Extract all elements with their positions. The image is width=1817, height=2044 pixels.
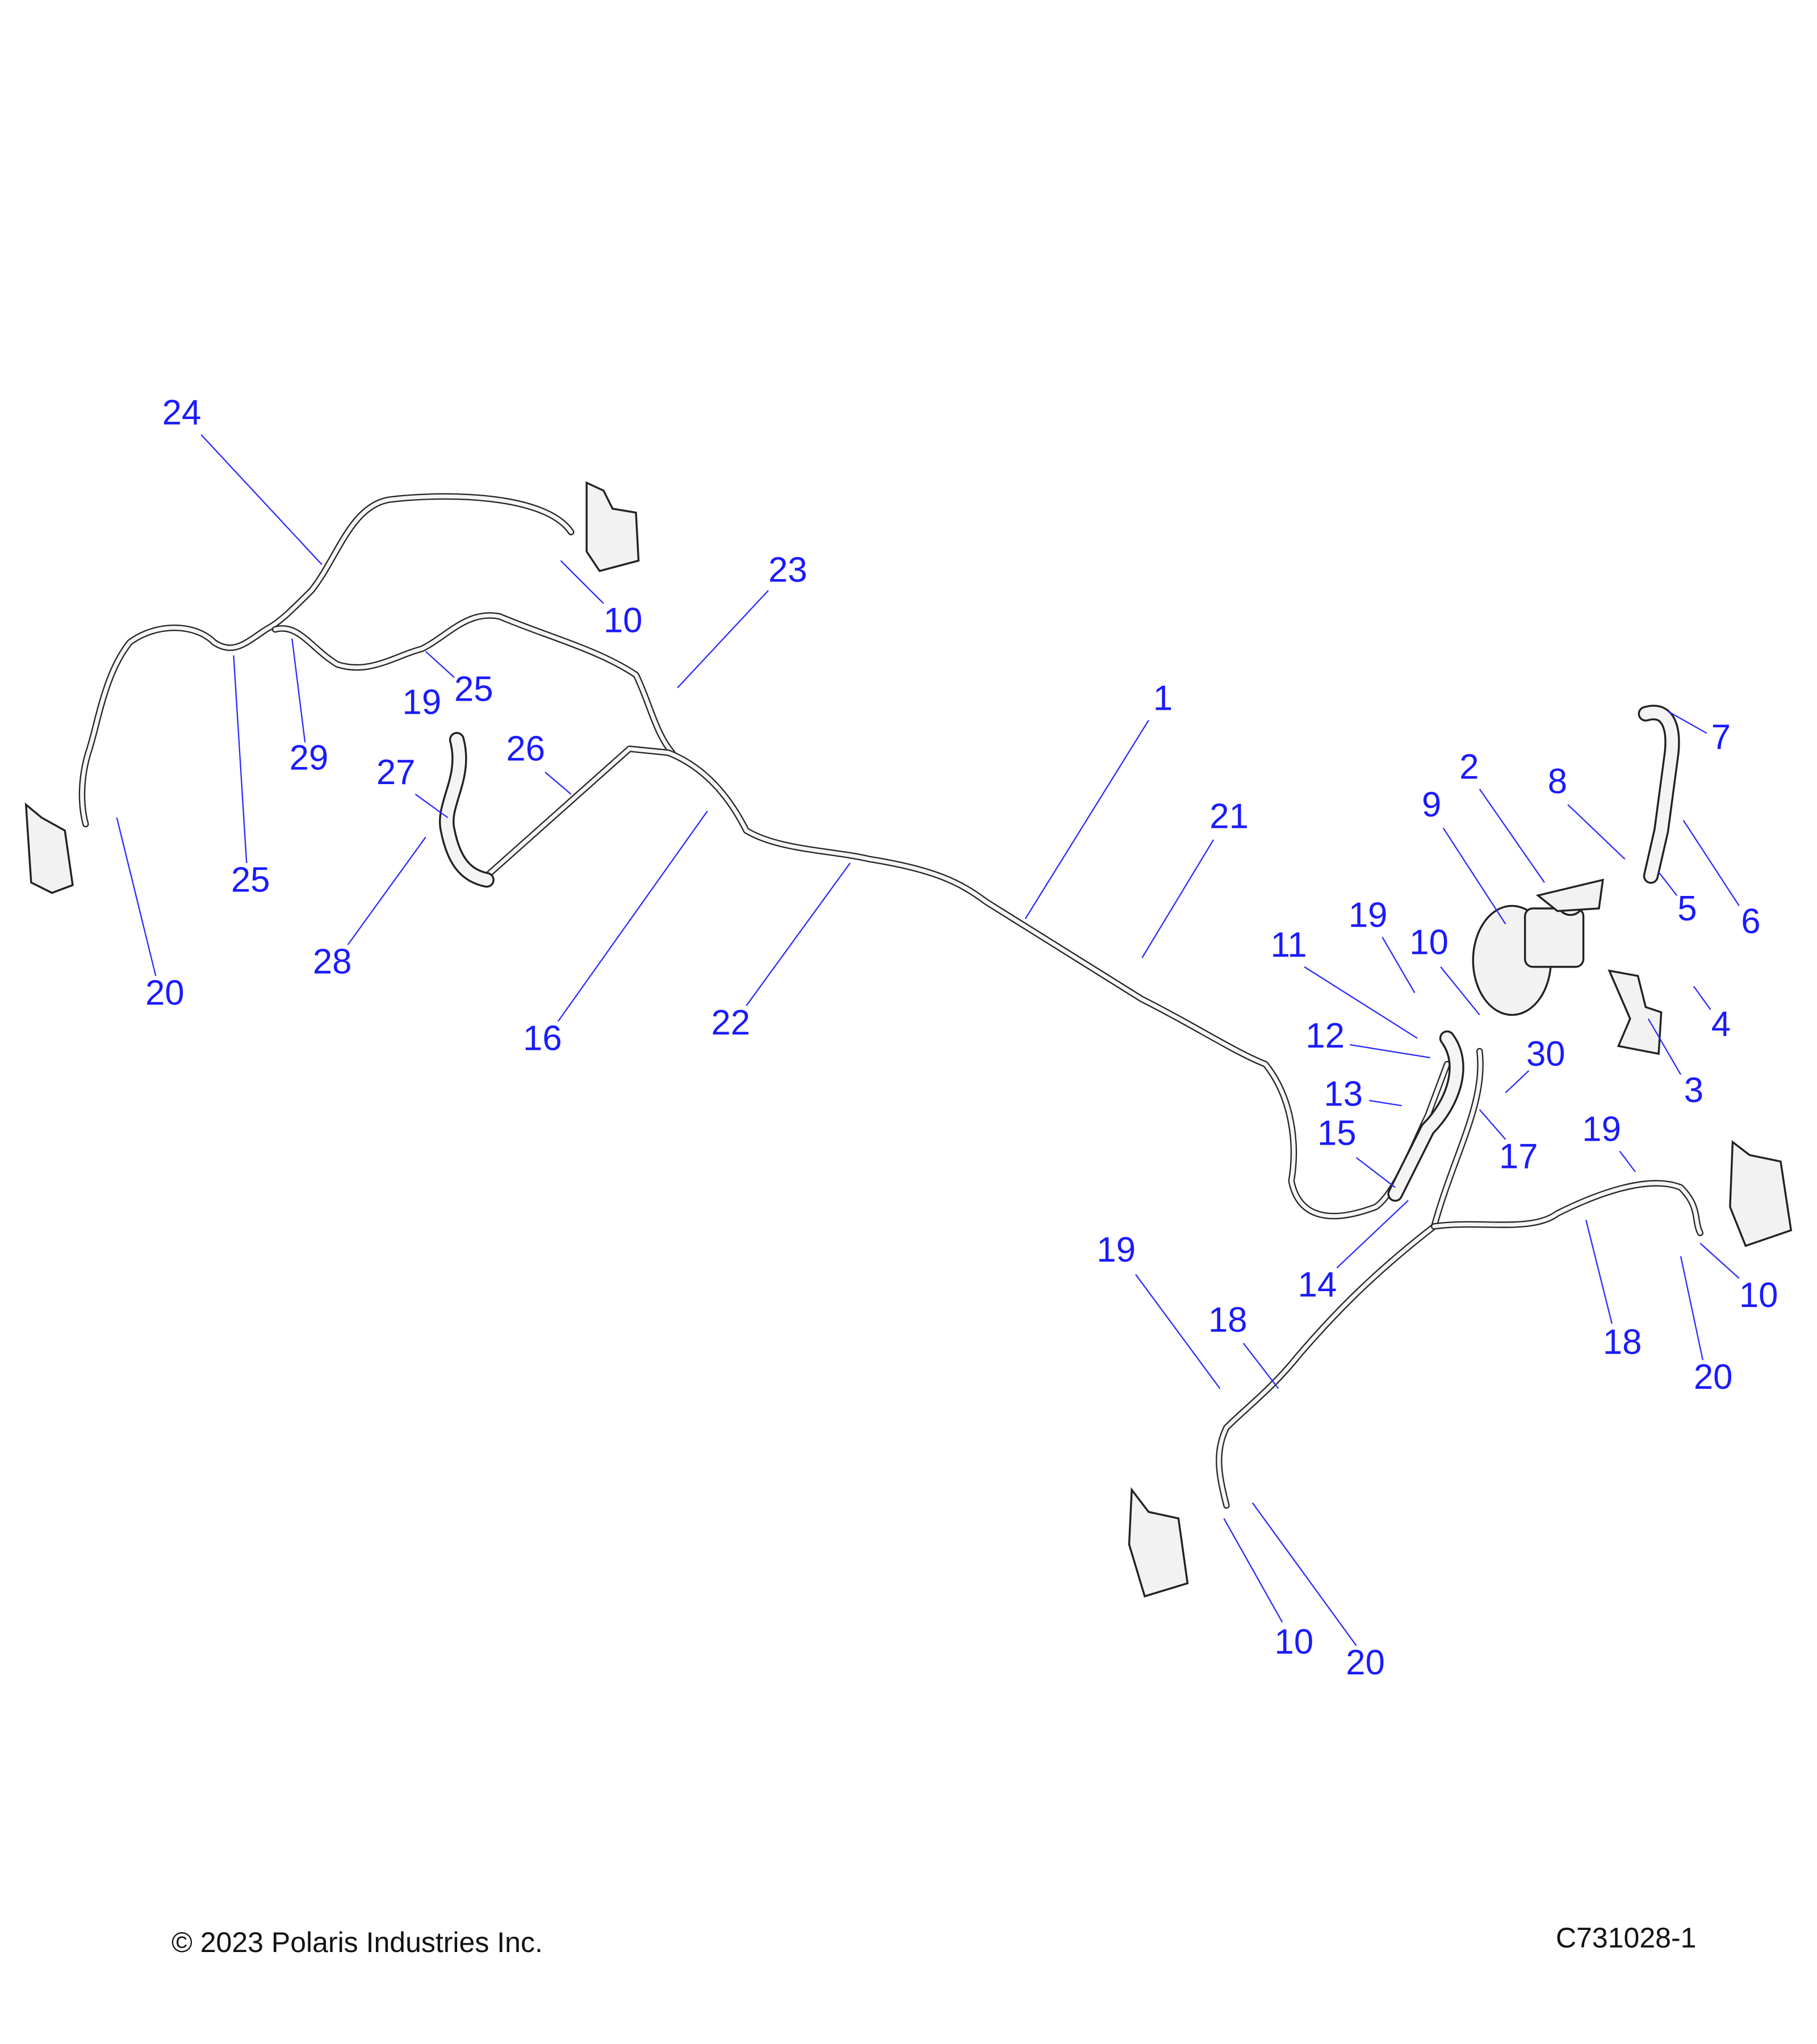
leader-line-10 <box>1440 966 1480 1016</box>
callout-1: 1 <box>1153 679 1173 718</box>
callout-19: 19 <box>403 682 442 722</box>
callout-20: 20 <box>145 973 185 1012</box>
callout-15: 15 <box>1317 1113 1357 1153</box>
callout-20: 20 <box>1694 1358 1733 1397</box>
leader-line-2 <box>1479 789 1545 883</box>
callout-11: 11 <box>1271 925 1307 965</box>
callout-14: 14 <box>1298 1266 1337 1305</box>
leader-line-10 <box>1699 1242 1740 1279</box>
leader-line-4 <box>1693 986 1711 1010</box>
leader-line-19 <box>1381 936 1416 994</box>
leader-line-26 <box>545 772 572 795</box>
leader-line-25 <box>425 651 455 678</box>
leader-line-3 <box>1647 1018 1681 1075</box>
callout-10: 10 <box>1409 923 1448 962</box>
callout-28: 28 <box>313 943 352 982</box>
leader-line-19 <box>1619 1150 1636 1172</box>
callout-8: 8 <box>1548 762 1567 801</box>
leader-line-19 <box>1135 1274 1221 1389</box>
callout-13: 13 <box>1324 1075 1363 1114</box>
leader-line-14 <box>1336 1200 1409 1268</box>
callout-25: 25 <box>231 861 270 900</box>
callout-3: 3 <box>1684 1071 1703 1110</box>
caliper-rear-left <box>24 802 74 894</box>
caliper-front-left <box>1128 1487 1189 1598</box>
leader-line-25 <box>233 655 248 864</box>
callout-6: 6 <box>1741 902 1760 941</box>
caliper-front-right <box>1729 1140 1793 1247</box>
callout-10: 10 <box>1275 1622 1314 1661</box>
leader-line-22 <box>746 862 851 1007</box>
callout-29: 29 <box>290 739 329 778</box>
leader-line-20 <box>116 817 157 977</box>
leader-line-30 <box>1505 1070 1530 1094</box>
leader-line-20 <box>1251 1502 1357 1646</box>
leader-line-28 <box>347 836 426 945</box>
leader-line-7 <box>1667 710 1707 734</box>
leader-line-1 <box>1024 719 1149 919</box>
leader-line-5 <box>1658 872 1678 896</box>
leader-line-27 <box>415 793 449 818</box>
leader-line-24 <box>200 434 323 566</box>
caliper-rear-right <box>585 481 640 572</box>
callout-4: 4 <box>1711 1004 1731 1044</box>
leader-line-29 <box>291 638 306 743</box>
leader-line-15 <box>1355 1157 1396 1188</box>
brake-line-drawing <box>24 481 1793 1598</box>
leader-line-17 <box>1479 1109 1506 1140</box>
callout-19: 19 <box>1096 1230 1136 1270</box>
callout-5: 5 <box>1677 889 1697 928</box>
callout-2: 2 <box>1459 748 1479 787</box>
leader-line-6 <box>1682 819 1740 907</box>
callout-24: 24 <box>162 393 202 433</box>
callout-16: 16 <box>523 1019 562 1058</box>
leader-line-18 <box>1585 1220 1613 1324</box>
leader-line-18 <box>1242 1343 1279 1389</box>
drawing-number: C731028-1 <box>1556 1922 1697 1954</box>
callout-20: 20 <box>1346 1643 1385 1682</box>
leader-line-23 <box>677 590 769 689</box>
callout-19: 19 <box>1349 895 1388 935</box>
callout-19: 19 <box>1582 1109 1621 1149</box>
callout-12: 12 <box>1305 1016 1345 1055</box>
leader-line-11 <box>1304 966 1418 1039</box>
callout-26: 26 <box>506 730 545 769</box>
callout-10: 10 <box>604 601 643 640</box>
callout-10: 10 <box>1739 1276 1778 1315</box>
callout-30: 30 <box>1526 1034 1565 1074</box>
callout-25: 25 <box>454 670 493 709</box>
leader-line-10 <box>1223 1518 1283 1623</box>
callout-9: 9 <box>1422 785 1441 824</box>
leader-line-10 <box>560 560 604 604</box>
callout-18: 18 <box>1603 1322 1642 1362</box>
copyright-notice: © 2023 Polaris Industries Inc. <box>171 1926 543 1958</box>
leader-line-16 <box>557 810 708 1022</box>
leader-line-9 <box>1442 827 1506 925</box>
callout-27: 27 <box>376 753 416 792</box>
callout-18: 18 <box>1208 1300 1247 1339</box>
leader-line-13 <box>1369 1100 1402 1107</box>
callout-21: 21 <box>1209 797 1249 836</box>
callout-7: 7 <box>1711 718 1731 757</box>
leader-line-20 <box>1680 1256 1703 1360</box>
leader-line-21 <box>1141 839 1215 958</box>
callout-22: 22 <box>711 1003 751 1042</box>
callout-23: 23 <box>768 550 807 589</box>
callout-17: 17 <box>1499 1137 1538 1176</box>
leader-line-12 <box>1349 1044 1431 1058</box>
leader-line-8 <box>1567 804 1626 860</box>
